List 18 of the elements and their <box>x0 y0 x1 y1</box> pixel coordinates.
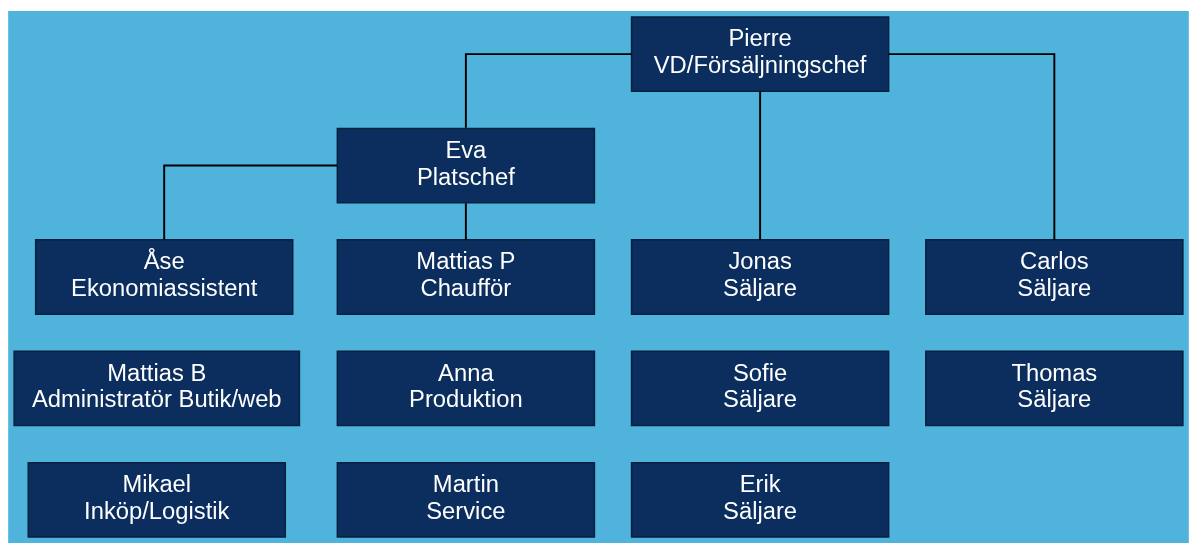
node-box: Mattias B Administratör Butik/web <box>13 350 301 427</box>
connector <box>464 202 467 241</box>
connector <box>163 164 339 241</box>
node-box: Eva Platschef <box>336 127 596 204</box>
node-box: Erik Säljare <box>630 462 890 538</box>
node-box: Jonas Säljare <box>630 239 890 315</box>
node-box: Thomas Säljare <box>925 350 1184 427</box>
connector <box>887 53 1056 241</box>
node-box: Mattias P Chaufför <box>336 239 596 315</box>
connector <box>759 90 762 241</box>
node-box: Åse Ekonomiassistent <box>34 239 294 315</box>
node-box: Anna Produktion <box>336 350 596 427</box>
node-box: Sofie Säljare <box>630 350 890 427</box>
node-box: Pierre VD/Försäljningschef <box>630 16 890 92</box>
node-box: Mikael Inköp/Logistik <box>27 462 287 538</box>
node-box: Martin Service <box>336 462 596 538</box>
node-box: Carlos Säljare <box>925 239 1184 315</box>
connector <box>464 53 633 129</box>
